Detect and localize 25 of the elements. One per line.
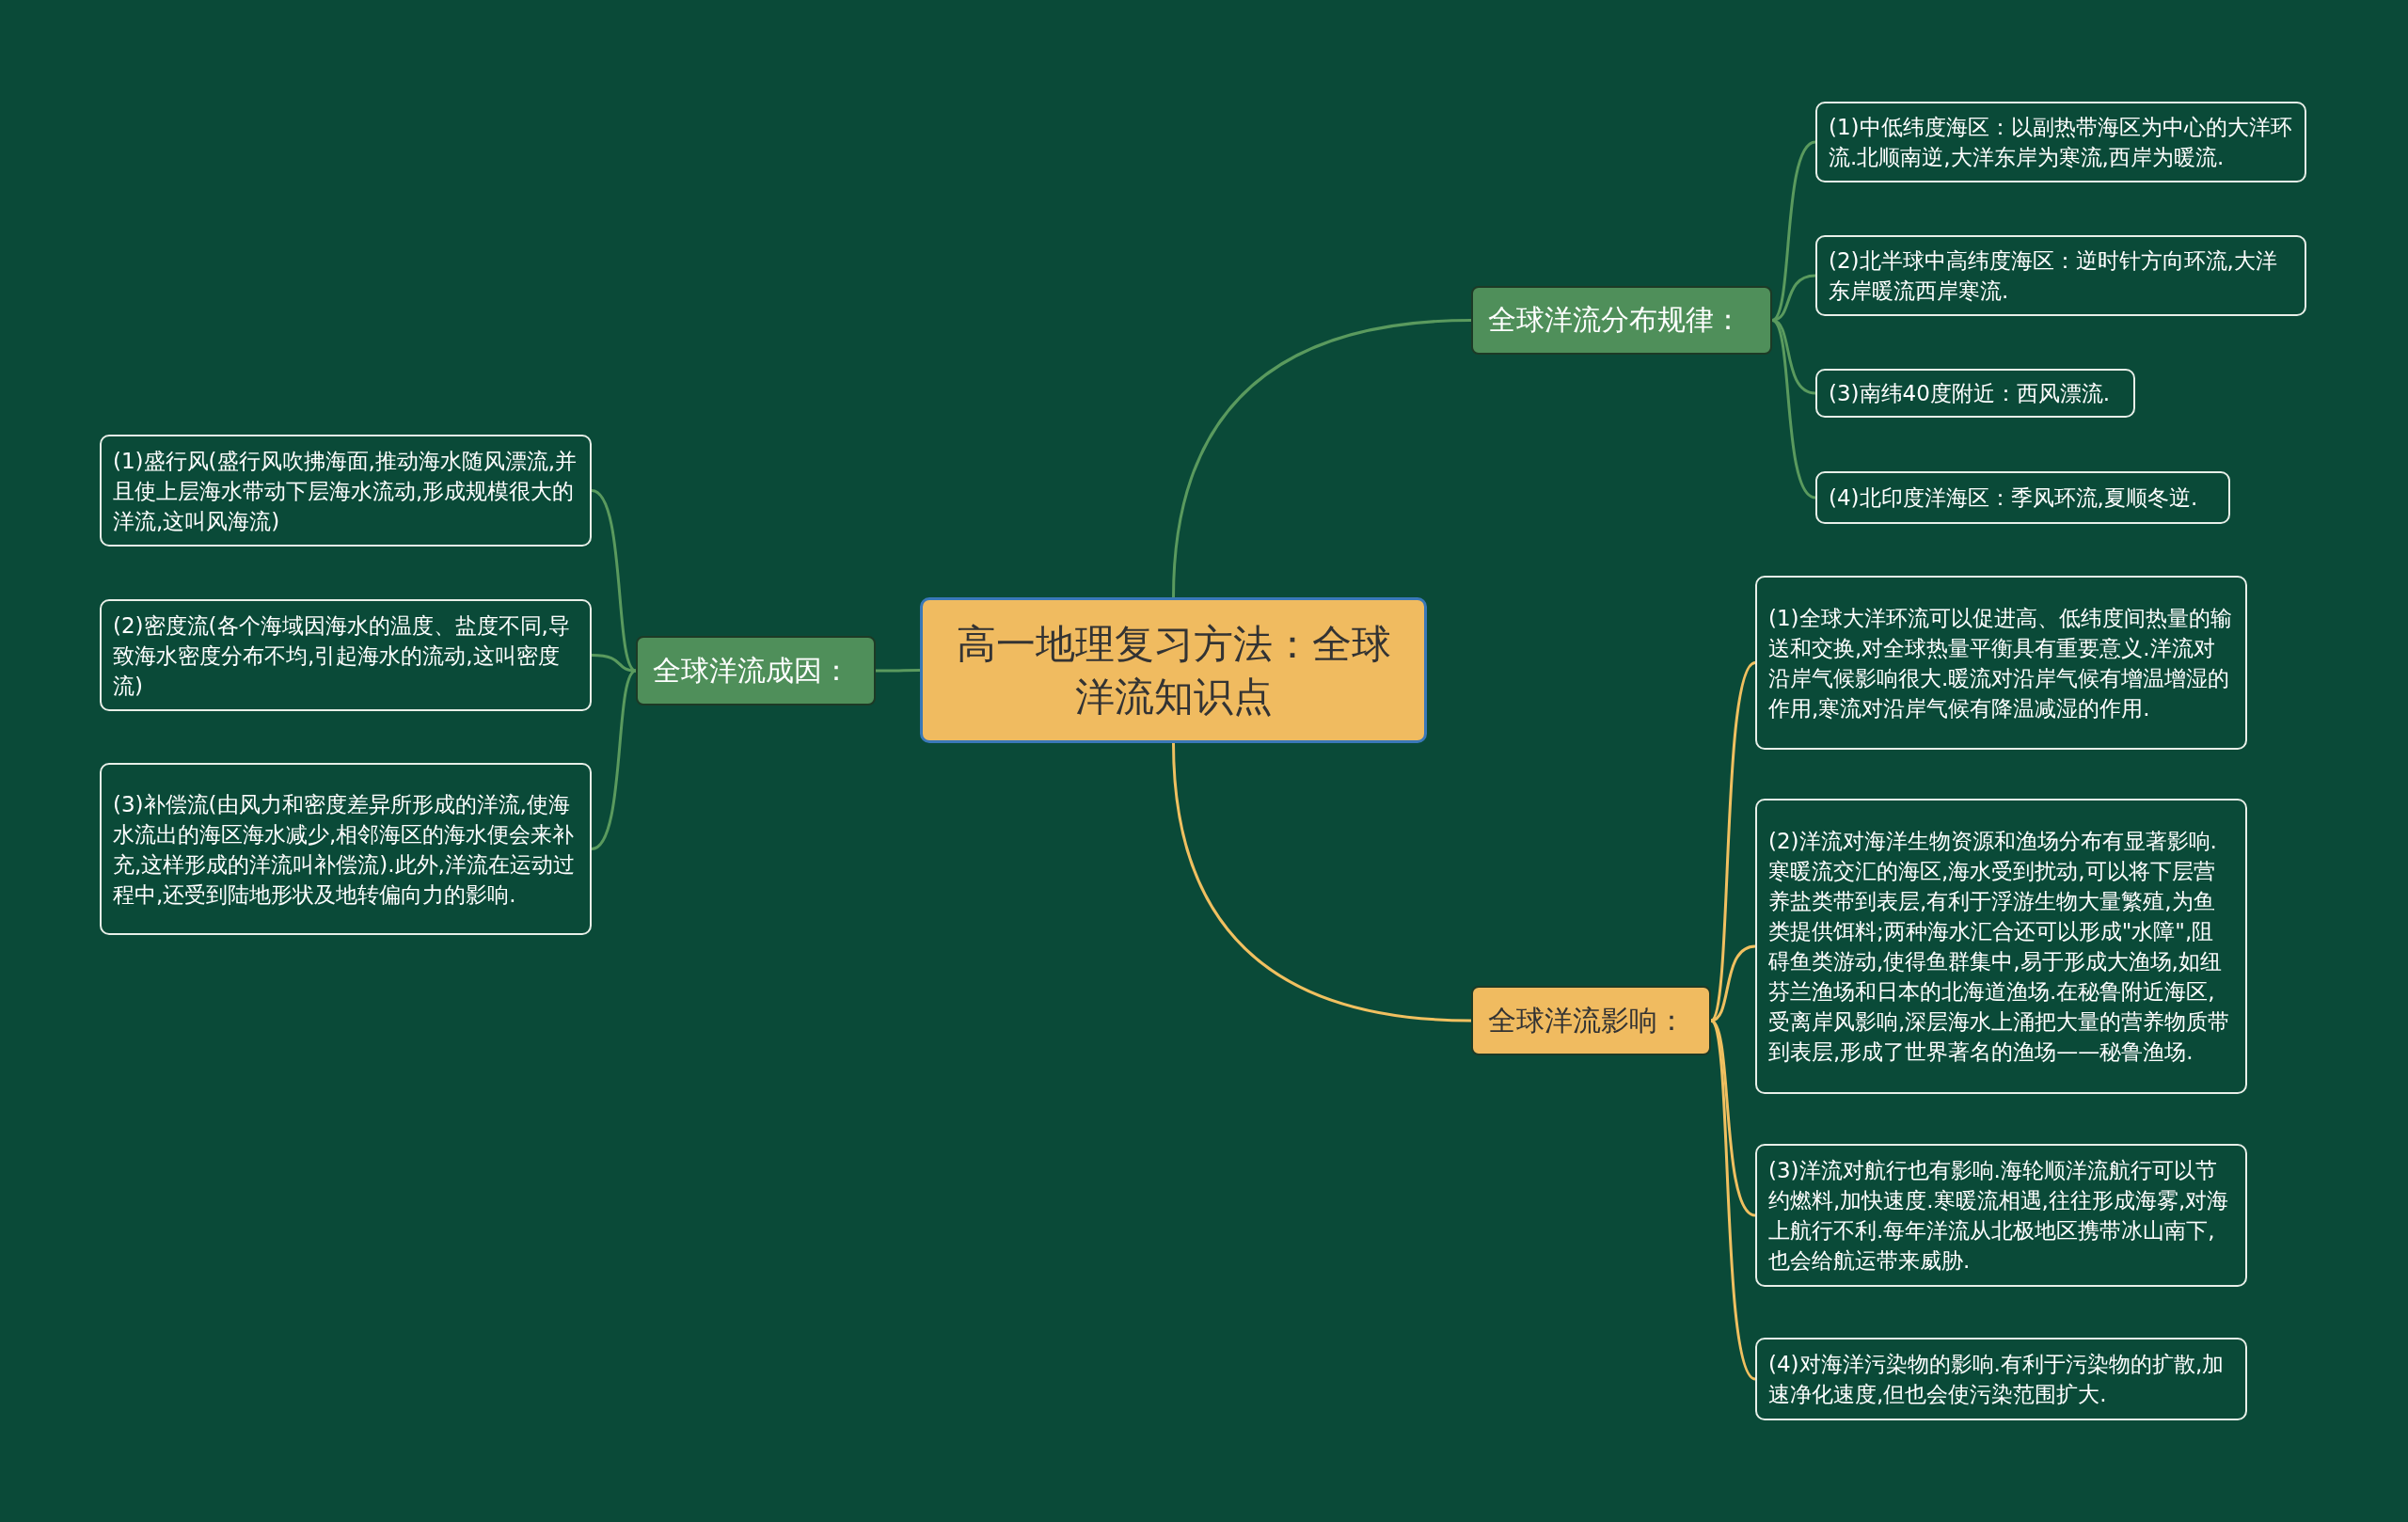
note-box: (2)密度流(各个海域因海水的温度、盐度不同,导致海水密度分布不均,引起海水的流动,这叫密度流) bbox=[100, 599, 592, 711]
topic-box: 全球洋流分布规律： bbox=[1471, 286, 1772, 355]
connector bbox=[1771, 319, 1816, 395]
note-box: (1)中低纬度海区：以副热带海区为中心的大洋环流.北顺南逆,大洋东岸为寒流,西岸为暖流. bbox=[1815, 102, 2306, 182]
topic-box: 全球洋流影响： bbox=[1471, 986, 1711, 1055]
connector bbox=[1172, 319, 1472, 598]
connector bbox=[1172, 742, 1472, 1023]
note-box: (4)对海洋污染物的影响.有利于污染物的扩散,加速净化速度,但也会使污染范围扩大. bbox=[1755, 1338, 2247, 1420]
note-box: (1)盛行风(盛行风吹拂海面,推动海水随风漂流,并且使上层海水带动下层海水流动,形成规模很大的洋流,这叫风海流) bbox=[100, 435, 592, 547]
note-box: (4)北印度洋海区：季风环流,夏顺冬逆. bbox=[1815, 471, 2230, 524]
topic-box: 全球洋流成因： bbox=[636, 636, 876, 706]
note-box: (2)洋流对海洋生物资源和渔场分布有显著影响.寒暖流交汇的海区,海水受到扰动,可以将下层营养盐类带到表层,有利于浮游生物大量繁殖,为鱼类提供饵料;两种海水汇合还可以形成"水障",阻碍鱼类游动,使得鱼群集中,易于形成大渔场,如纽芬兰渔场和日本的北海道渔场.在秘鲁附近海区,受离岸风影响,深层海水上涌把大量的营养物质带到表层,形成了世界著名的渔场——秘鲁渔场. bbox=[1755, 799, 2247, 1094]
connector bbox=[1709, 1020, 1756, 1381]
connector bbox=[876, 669, 920, 673]
note-box: (3)南纬40度附近：西风漂流. bbox=[1815, 369, 2135, 418]
note-box: (2)北半球中高纬度海区：逆时针方向环流,大洋东岸暖流西岸寒流. bbox=[1815, 235, 2306, 316]
note-box: (1)全球大洋环流可以促进高、低纬度间热量的输送和交换,对全球热量平衡具有重要意义.洋流对沿岸气候影响很大.暖流对沿岸气候有增温增湿的作用,寒流对沿岸气候有降温减湿的作用. bbox=[1755, 576, 2247, 750]
connector bbox=[1710, 1019, 1756, 1217]
central-topic-box: 高一地理复习方法：全球洋流知识点 bbox=[920, 597, 1427, 743]
note-box: (3)补偿流(由风力和密度差异所形成的洋流,使海水流出的海区海水减少,相邻海区的海水便会来补充,这样形成的洋流叫补偿流).此外,洋流在运动过程中,还受到陆地形状及地转偏向力的影响. bbox=[100, 763, 592, 935]
connector bbox=[591, 654, 637, 673]
connector bbox=[1771, 319, 1816, 499]
note-box: (3)洋流对航行也有影响.海轮顺洋流航行可以节约燃料,加快速度.寒暖流相遇,往往形成海雾,对海上航行不利.每年洋流从北极地区携带冰山南下,也会给航运带来威胁. bbox=[1755, 1144, 2247, 1287]
connector bbox=[1771, 140, 1816, 322]
connector bbox=[591, 669, 637, 850]
